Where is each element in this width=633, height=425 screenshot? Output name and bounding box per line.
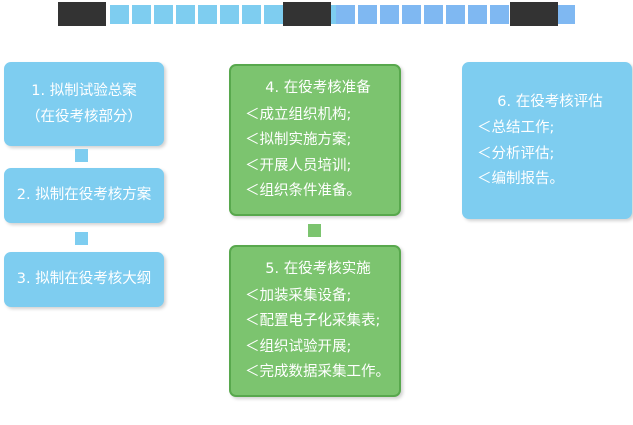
- redaction-square: [446, 5, 465, 24]
- redaction-square: [380, 5, 399, 24]
- flow-box-1[interactable]: 1. 拟制试验总案 （在役考核部分）: [4, 62, 164, 146]
- redacted-header-bar: [0, 0, 633, 30]
- redaction-block: [283, 2, 331, 26]
- redaction-square: [154, 5, 173, 24]
- flow-box-6[interactable]: 6. 在役考核评估 ＜总结工作; ＜分析评估; ＜编制报告。: [462, 62, 632, 219]
- flow-box-bullet: ＜加装采集设备;: [245, 287, 352, 304]
- flow-box-bullet: ＜完成数据采集工作。: [245, 364, 390, 381]
- flow-box-title: 5. 在役考核实施: [265, 261, 371, 278]
- flow-box-title: 2. 拟制在役考核方案: [16, 187, 152, 204]
- flow-box-title: 1. 拟制试验总案: [31, 83, 137, 99]
- flow-box-bullet: ＜开展人员培训;: [245, 157, 352, 174]
- redaction-square: [402, 5, 421, 24]
- flow-connector: [75, 232, 88, 245]
- redaction-square: [264, 5, 283, 24]
- flow-box-2[interactable]: 2. 拟制在役考核方案: [4, 168, 164, 223]
- flow-box-bullet: ＜组织条件准备。: [245, 183, 361, 200]
- flow-connector: [75, 149, 88, 162]
- redaction-square: [220, 5, 239, 24]
- flow-box-bullet: ＜总结工作;: [477, 120, 555, 136]
- flow-box-bullet: ＜配置电子化采集表;: [245, 313, 381, 330]
- flow-box-title: 4. 在役考核准备: [265, 80, 371, 97]
- redaction-square: [556, 5, 575, 24]
- flow-box-bullet: ＜组织试验开展;: [245, 338, 352, 355]
- flow-box-bullet: ＜分析评估;: [477, 145, 555, 162]
- flow-box-title: 3. 拟制在役考核大纲: [16, 271, 152, 288]
- redaction-square: [490, 5, 509, 24]
- flow-box-bullet: ＜拟制实施方案;: [245, 132, 352, 149]
- flow-box-4[interactable]: 4. 在役考核准备 ＜成立组织机构; ＜拟制实施方案; ＜开展人员培训; ＜组织条件准备…: [229, 64, 401, 216]
- redaction-square: [242, 5, 261, 24]
- flow-box-title: （在役考核部分）: [26, 108, 142, 125]
- redaction-square: [468, 5, 487, 24]
- redaction-square: [358, 5, 377, 24]
- redaction-square: [132, 5, 151, 24]
- flow-box-title: 6. 在役考核评估: [497, 93, 603, 110]
- redaction-square: [424, 5, 443, 24]
- flow-box-bullet: ＜成立组织机构;: [245, 106, 352, 123]
- flow-box-3[interactable]: 3. 拟制在役考核大纲: [4, 252, 164, 307]
- redaction-block: [58, 2, 106, 26]
- flow-box-5[interactable]: 5. 在役考核实施 ＜加装采集设备; ＜配置电子化采集表; ＜组织试验开展; ＜完成数据…: [229, 245, 401, 397]
- flow-connector: [308, 224, 321, 237]
- flow-box-bullet: ＜编制报告。: [477, 171, 564, 187]
- redaction-square: [110, 5, 129, 24]
- redaction-block: [510, 2, 558, 26]
- redaction-square: [176, 5, 195, 24]
- redaction-square: [336, 5, 355, 24]
- redaction-square: [198, 5, 217, 24]
